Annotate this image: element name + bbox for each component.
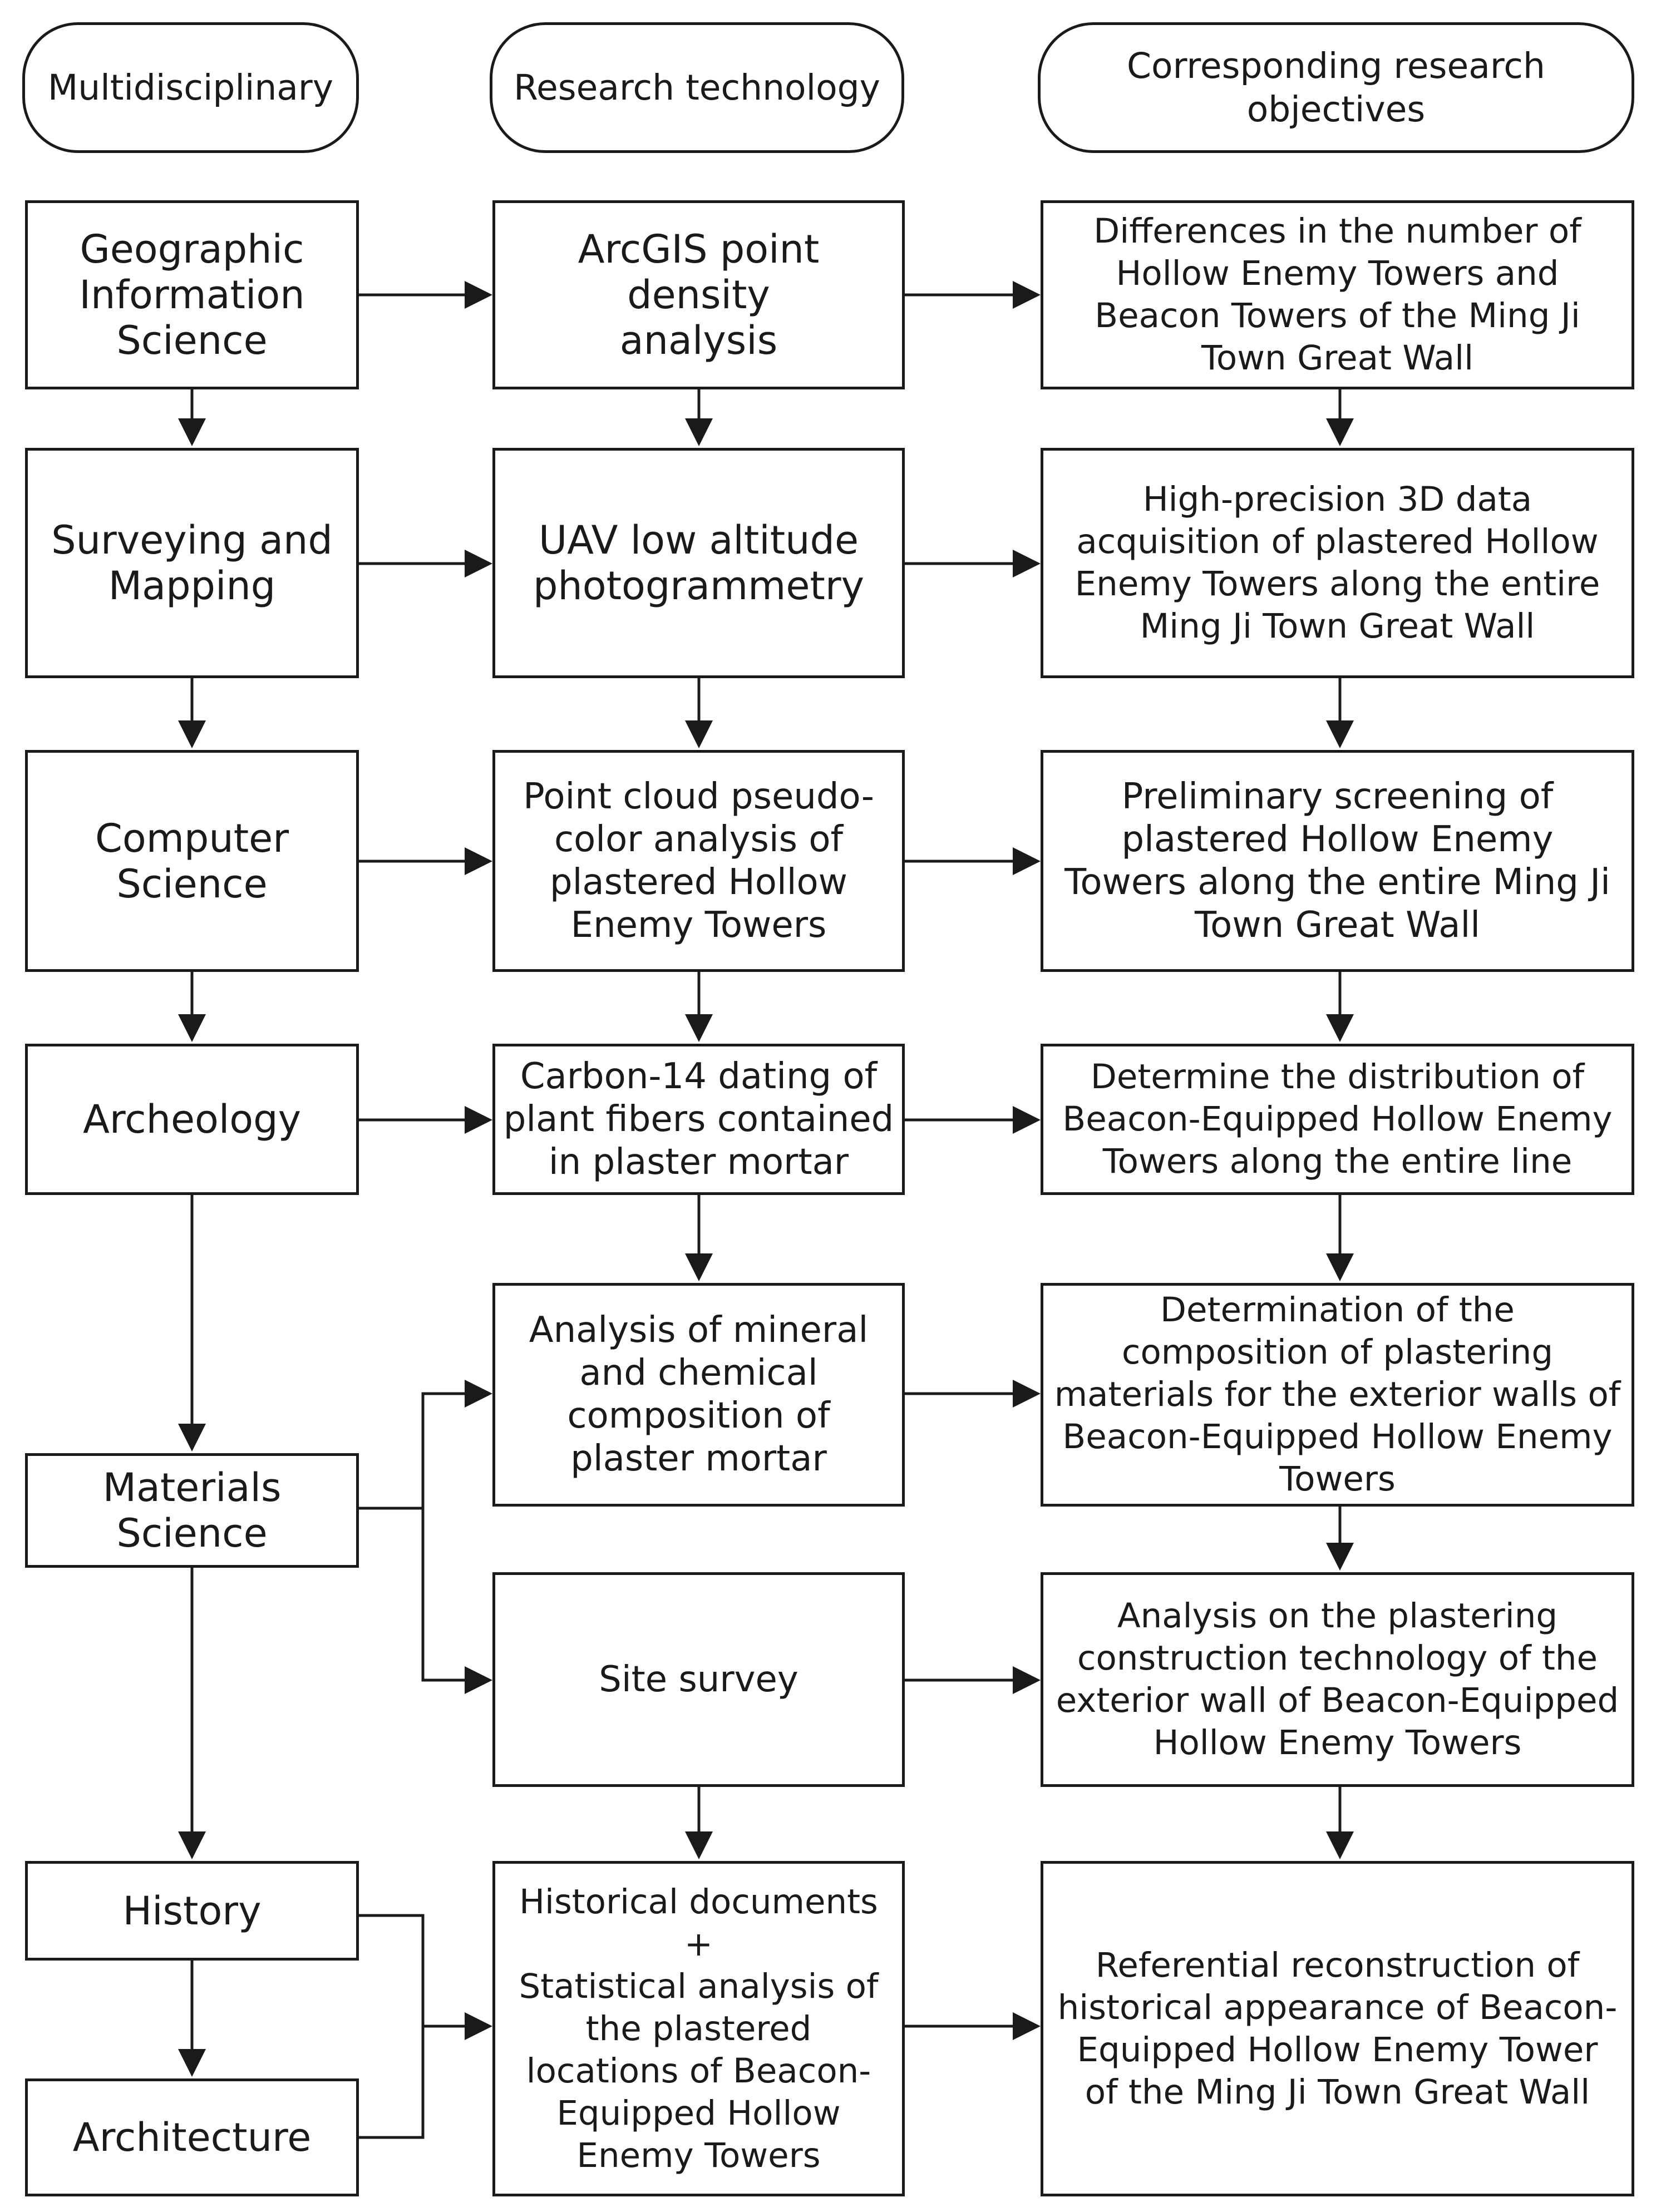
- discipline-geographic-information-science: Geographic Information Science: [25, 200, 359, 389]
- discipline-materials-label: Materials Science: [102, 1465, 282, 1556]
- discipline-archeology-label: Archeology: [82, 1097, 301, 1142]
- merge-architecture-to-historical: [358, 2026, 425, 2139]
- technology-point-cloud-analysis: Point cloud pseudo- color analysis of pl…: [492, 750, 905, 972]
- technology-site-survey: Site survey: [492, 1572, 905, 1787]
- objective-acquisition-label: High-precision 3D data acquisition of pl…: [1075, 480, 1600, 646]
- discipline-archeology: Archeology: [25, 1044, 359, 1195]
- branch-materials-to-mineral-and-site: [358, 1380, 492, 1510]
- technology-arcgis-label: ArcGIS point density analysis: [578, 226, 820, 363]
- objective-distribution-label: Determine the distribution of Beacon-Equ…: [1062, 1057, 1613, 1181]
- objective-construction-technology: Analysis on the plastering construction …: [1041, 1572, 1634, 1787]
- objective-historical-reconstruction: Referential reconstruction of historical…: [1041, 1861, 1634, 2196]
- header-research-technology: Research technology: [490, 22, 904, 153]
- technology-carbon-14-dating: Carbon-14 dating of plant fibers contain…: [492, 1044, 905, 1195]
- discipline-survey-label: Surveying and Mapping: [51, 517, 333, 609]
- technology-mineral-label: Analysis of mineral and chemical composi…: [529, 1310, 869, 1479]
- discipline-geo-label: Geographic Information Science: [79, 226, 305, 363]
- objective-composition-label: Determination of the composition of plas…: [1054, 1290, 1621, 1499]
- technology-site-label: Site survey: [599, 1658, 799, 1700]
- technology-pointcloud-label: Point cloud pseudo- color analysis of pl…: [523, 776, 874, 946]
- header-research-objectives-label: Corresponding research objectives: [1127, 45, 1545, 130]
- objective-preliminary-screening: Preliminary screening of plastered Hollo…: [1041, 750, 1634, 972]
- discipline-surveying-and-mapping: Surveying and Mapping: [25, 448, 359, 678]
- header-research-technology-label: Research technology: [514, 67, 880, 108]
- discipline-architecture-label: Architecture: [72, 2115, 312, 2160]
- technology-arcgis-point-density: ArcGIS point density analysis: [492, 200, 905, 389]
- objective-3d-data-acquisition: High-precision 3D data acquisition of pl…: [1041, 448, 1634, 678]
- discipline-computer-label: Computer Science: [95, 815, 289, 907]
- technology-uav-photogrammetry: UAV low altitude photogrammetry: [492, 448, 905, 678]
- technology-mineral-chemical-analysis: Analysis of mineral and chemical composi…: [492, 1283, 905, 1507]
- technology-uav-label: UAV low altitude photogrammetry: [533, 517, 865, 609]
- objective-reconstruction-label: Referential reconstruction of historical…: [1057, 1945, 1618, 2112]
- technology-historical-label: Historical documents + Statistical analy…: [519, 1882, 879, 2175]
- technology-historical-documents: Historical documents + Statistical analy…: [492, 1861, 905, 2196]
- header-research-objectives: Corresponding research objectives: [1038, 22, 1634, 153]
- merge-history-to-historical: [358, 1914, 492, 2040]
- discipline-computer-science: Computer Science: [25, 750, 359, 972]
- discipline-history-label: History: [122, 1888, 262, 1934]
- branch-materials-to-site: [421, 1508, 492, 1694]
- objective-distribution: Determine the distribution of Beacon-Equ…: [1041, 1044, 1634, 1195]
- objective-plaster-composition: Determination of the composition of plas…: [1041, 1283, 1634, 1507]
- objective-tower-number-differences: Differences in the number of Hollow Enem…: [1041, 200, 1634, 389]
- objective-construction-label: Analysis on the plastering construction …: [1056, 1596, 1619, 1762]
- discipline-materials-science: Materials Science: [25, 1453, 359, 1568]
- header-multidisciplinary-label: Multidisciplinary: [47, 67, 334, 108]
- discipline-architecture: Architecture: [25, 2078, 359, 2196]
- objective-screening-label: Preliminary screening of plastered Hollo…: [1064, 776, 1610, 946]
- objective-differences-label: Differences in the number of Hollow Enem…: [1093, 211, 1581, 378]
- header-multidisciplinary: Multidisciplinary: [22, 22, 359, 153]
- discipline-history: History: [25, 1861, 359, 1961]
- technology-carbon-label: Carbon-14 dating of plant fibers contain…: [503, 1055, 894, 1183]
